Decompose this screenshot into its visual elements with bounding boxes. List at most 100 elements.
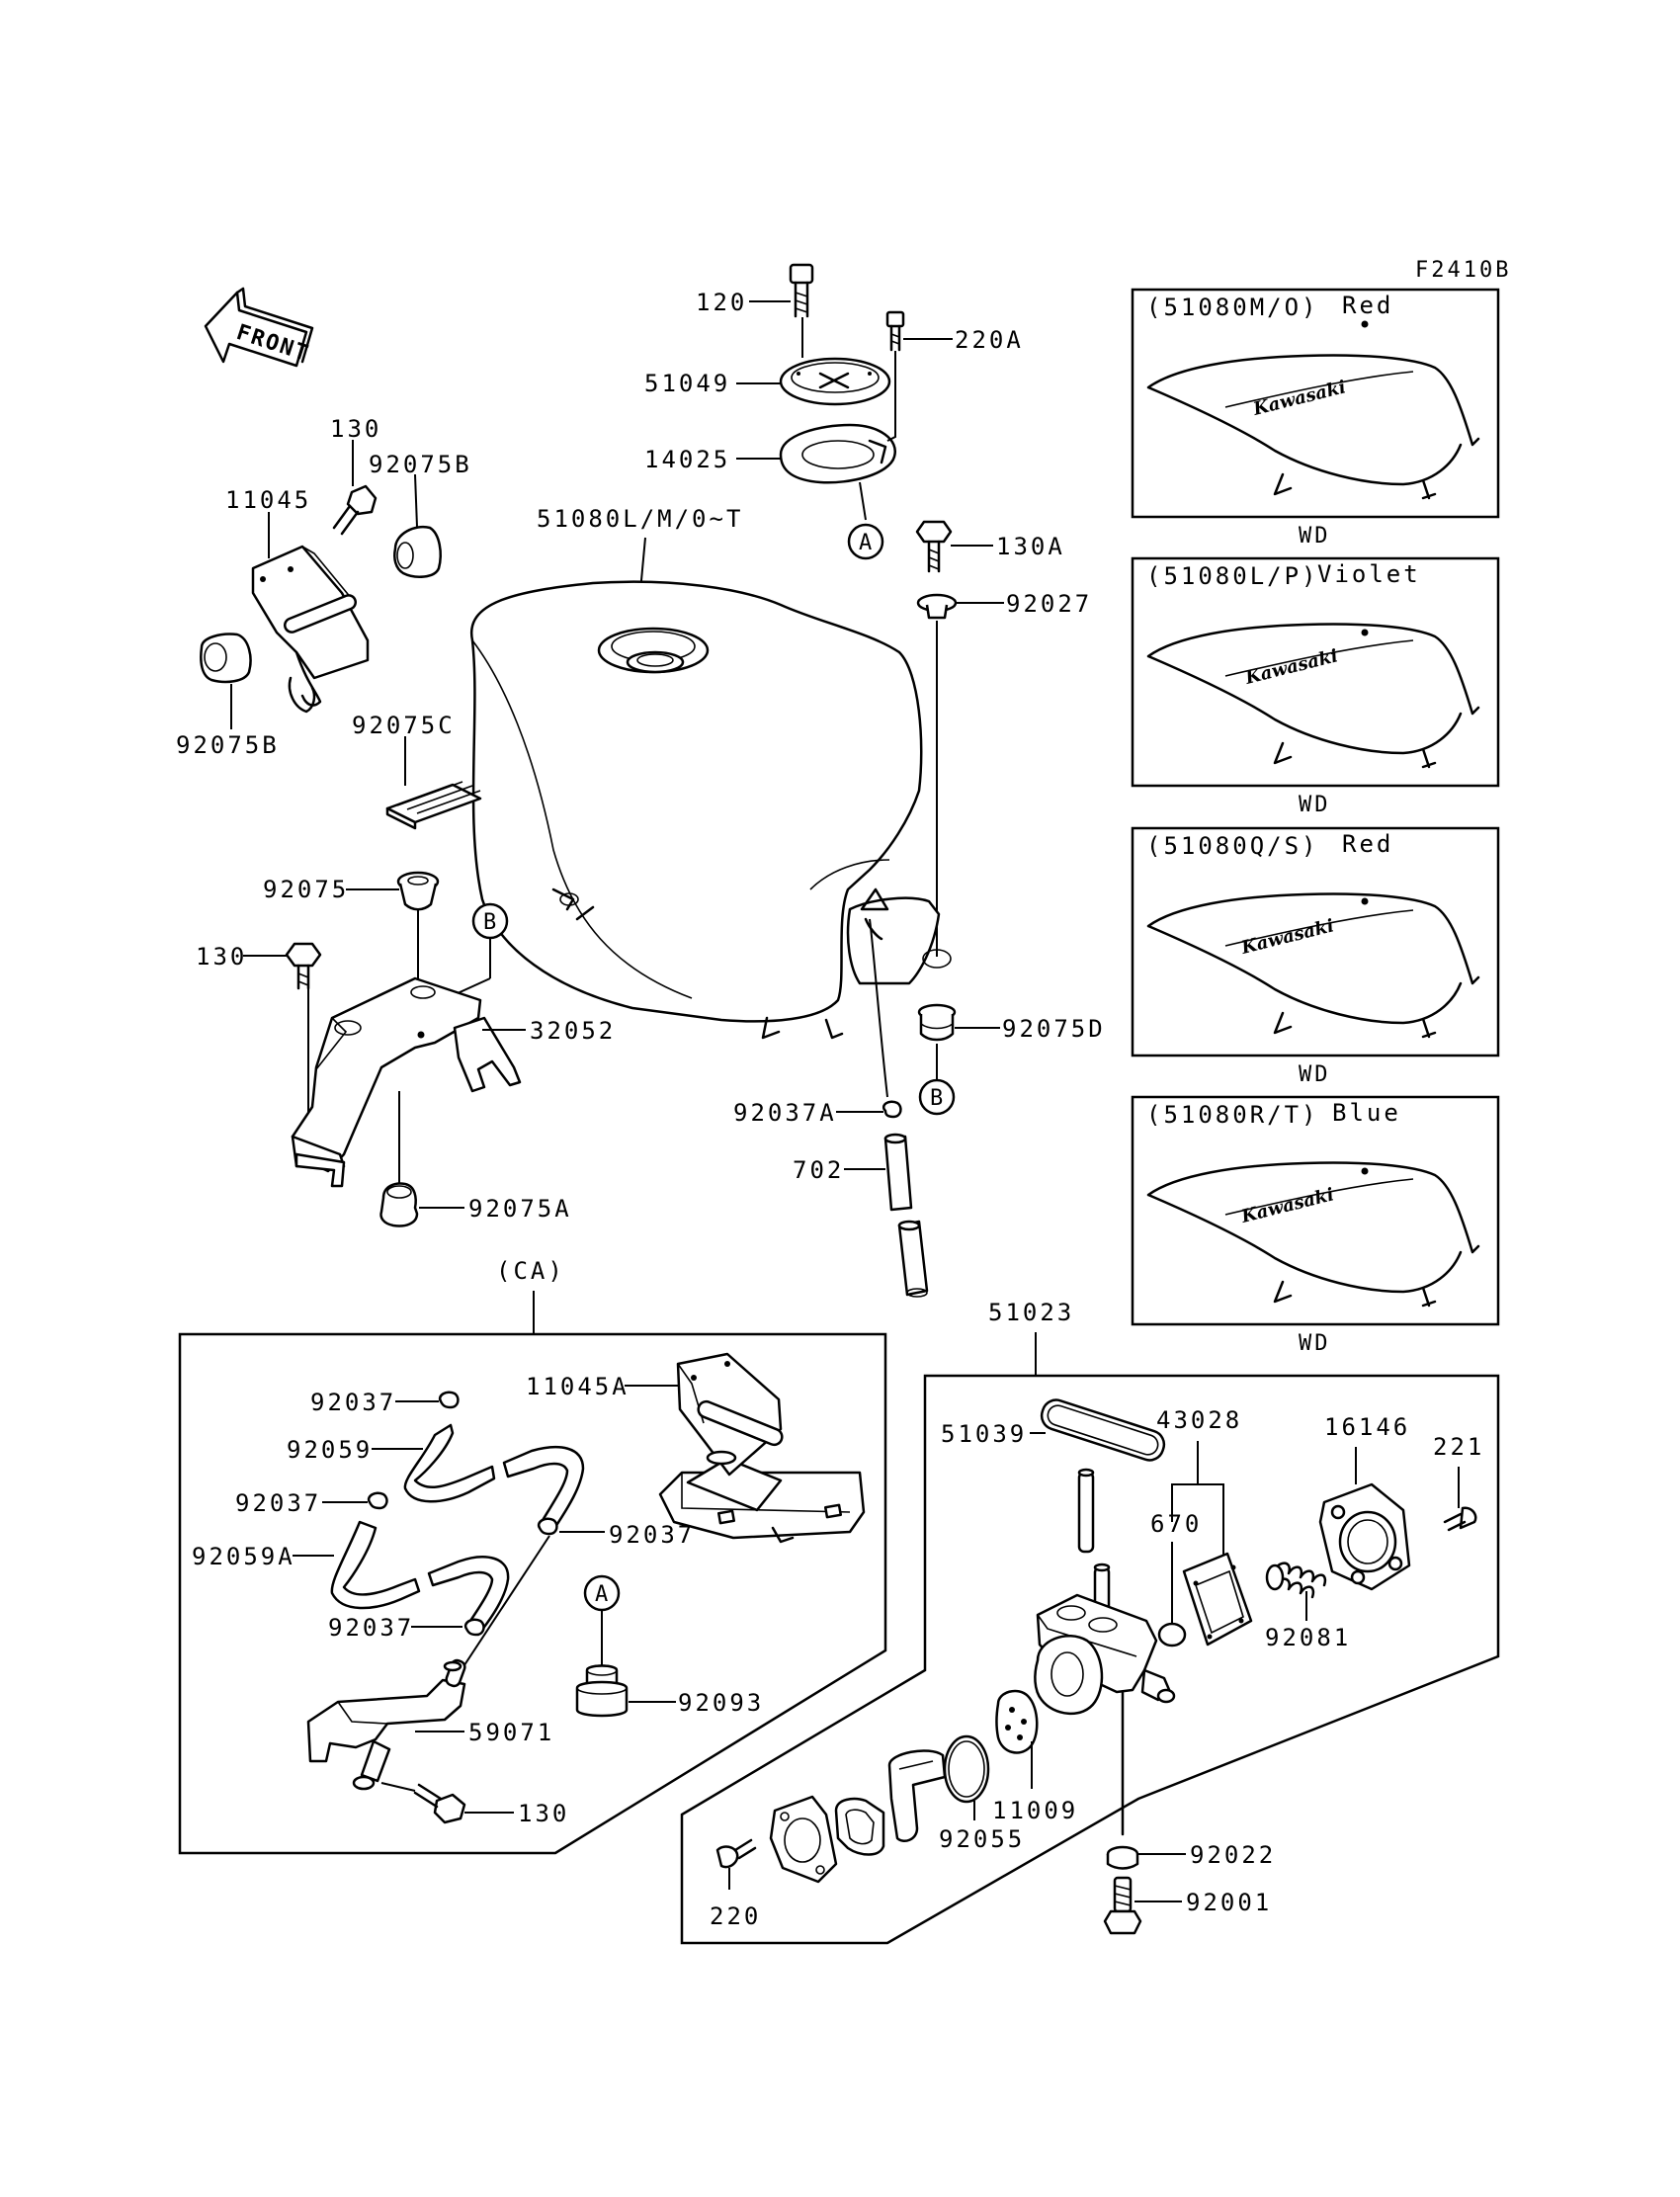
o-ring-670: [1157, 1622, 1187, 1648]
screw-221: [1443, 1506, 1477, 1532]
clamp-92037-1: [438, 1391, 460, 1409]
label-92075: 92075: [263, 876, 349, 903]
clamp-92037-2: [367, 1491, 388, 1510]
label-92093: 92093: [678, 1689, 764, 1717]
ref-a: A: [859, 531, 875, 555]
label-92037-2: 92037: [235, 1489, 321, 1517]
badge-text: Kawasaki: [1250, 377, 1348, 420]
grommet-92075a: [379, 1182, 419, 1227]
label-51080: 51080L/M/0~T: [537, 505, 743, 533]
label-11045: 11045: [225, 486, 311, 514]
label-92037-3: 92037: [609, 1521, 695, 1549]
fuel-tap-body: [1034, 1468, 1176, 1836]
label-92075c: 92075C: [352, 712, 456, 739]
label-130-ca: 130: [518, 1800, 569, 1827]
cushion-92075b-top: [393, 525, 442, 578]
bolt-220a: [885, 310, 905, 352]
label-92059a: 92059A: [192, 1543, 295, 1570]
label-92075a: 92075A: [468, 1195, 572, 1223]
color-dot-icon: [1361, 629, 1369, 636]
ref-circle-a-icon: [847, 523, 884, 560]
variant-color: Violet: [1317, 560, 1421, 588]
collar-92027: [916, 593, 958, 620]
spring-92081: [1265, 1562, 1327, 1599]
filter-11009: [995, 1689, 1039, 1754]
ref-circle-a-icon: [583, 1574, 621, 1612]
variant-suffix: WD: [1299, 1331, 1331, 1356]
screw-220: [715, 1838, 757, 1869]
ref-b-top: B: [483, 910, 499, 935]
label-130a: 130A: [996, 533, 1065, 560]
label-92081: 92081: [1265, 1624, 1351, 1651]
label-120: 120: [696, 289, 747, 316]
label-51049: 51049: [644, 370, 730, 397]
variant-suffix: WD: [1299, 793, 1331, 817]
bracket-11045a: [658, 1352, 866, 1544]
variant-code: (51080Q/S): [1146, 832, 1319, 860]
bracket-32052: [291, 976, 522, 1188]
washer-92022: [1106, 1845, 1139, 1870]
hose-92059: [403, 1423, 585, 1532]
gasket-51039: [1040, 1398, 1166, 1462]
label-16146: 16146: [1324, 1413, 1410, 1441]
variant-box-4: (51080R/T) Blue Kawasaki WD: [1131, 1095, 1500, 1356]
fuel-tap-region-frame: [680, 1374, 1500, 1945]
variant-code: (51080R/T): [1146, 1101, 1319, 1129]
label-670: 670: [1150, 1510, 1202, 1538]
bracket-11045: [251, 545, 370, 714]
hose-702: [883, 1133, 929, 1298]
variant-code: (51080M/O): [1146, 294, 1319, 321]
label-92022: 92022: [1190, 1841, 1276, 1869]
o-ring-92055: [943, 1734, 990, 1804]
bolt-130-mid: [285, 942, 322, 990]
variant-color: Blue: [1332, 1099, 1401, 1127]
label-92075d: 92075D: [1002, 1015, 1106, 1043]
label-32052: 32052: [530, 1017, 616, 1045]
clamp-92037-4: [463, 1618, 485, 1637]
lever-cover-16146: [1318, 1482, 1411, 1591]
variant-box-1: (51080M/O) Red Kawasaki WD: [1131, 288, 1500, 549]
ref-b-bottom: B: [930, 1086, 946, 1111]
grommet-92093: [575, 1664, 629, 1718]
label-11045a: 11045A: [526, 1373, 630, 1400]
grommet-92075d: [917, 1003, 957, 1042]
label-130-mid: 130: [196, 943, 247, 971]
label-51039: 51039: [941, 1420, 1027, 1448]
label-92037a: 92037A: [733, 1099, 837, 1127]
label-92055: 92055: [939, 1825, 1025, 1853]
bolt-130-top: [332, 484, 378, 536]
label-92075b-top: 92075B: [369, 451, 472, 478]
fuel-tank-51080: [469, 580, 952, 1040]
label-92075b-bottom: 92075B: [176, 731, 280, 759]
label-51023: 51023: [988, 1299, 1074, 1326]
label-92027: 92027: [1006, 590, 1092, 618]
badge-text: Kawasaki: [1242, 645, 1340, 689]
label-221: 221: [1433, 1433, 1484, 1461]
ref-circle-b-icon: [918, 1078, 956, 1116]
ref-a-ca: A: [595, 1582, 611, 1607]
color-dot-icon: [1361, 897, 1369, 905]
variant-color: Red: [1342, 830, 1393, 858]
bolt-120: [789, 263, 814, 318]
label-59071: 59071: [468, 1719, 554, 1746]
pipe-59071: [306, 1658, 466, 1791]
valve-plate: [887, 1749, 947, 1842]
badge-text: Kawasaki: [1238, 1184, 1336, 1227]
clamp-92037-3: [537, 1517, 558, 1536]
gasket-seal: [834, 1797, 885, 1856]
clamp-92037a: [882, 1100, 902, 1119]
label-92037-1: 92037: [310, 1389, 396, 1416]
label-702: 702: [793, 1156, 844, 1184]
variant-color: Red: [1342, 292, 1393, 319]
label-92059: 92059: [287, 1436, 373, 1464]
label-11009: 11009: [992, 1797, 1078, 1824]
fuel-cap-51049: [779, 357, 891, 406]
variant-suffix: WD: [1299, 524, 1331, 549]
ref-circle-b-icon: [471, 902, 509, 940]
color-dot-icon: [1361, 1167, 1369, 1175]
front-arrow-icon: FRONT: [204, 287, 314, 367]
rubber-pad-92075c: [385, 781, 482, 830]
cap-base-14025: [779, 423, 897, 484]
